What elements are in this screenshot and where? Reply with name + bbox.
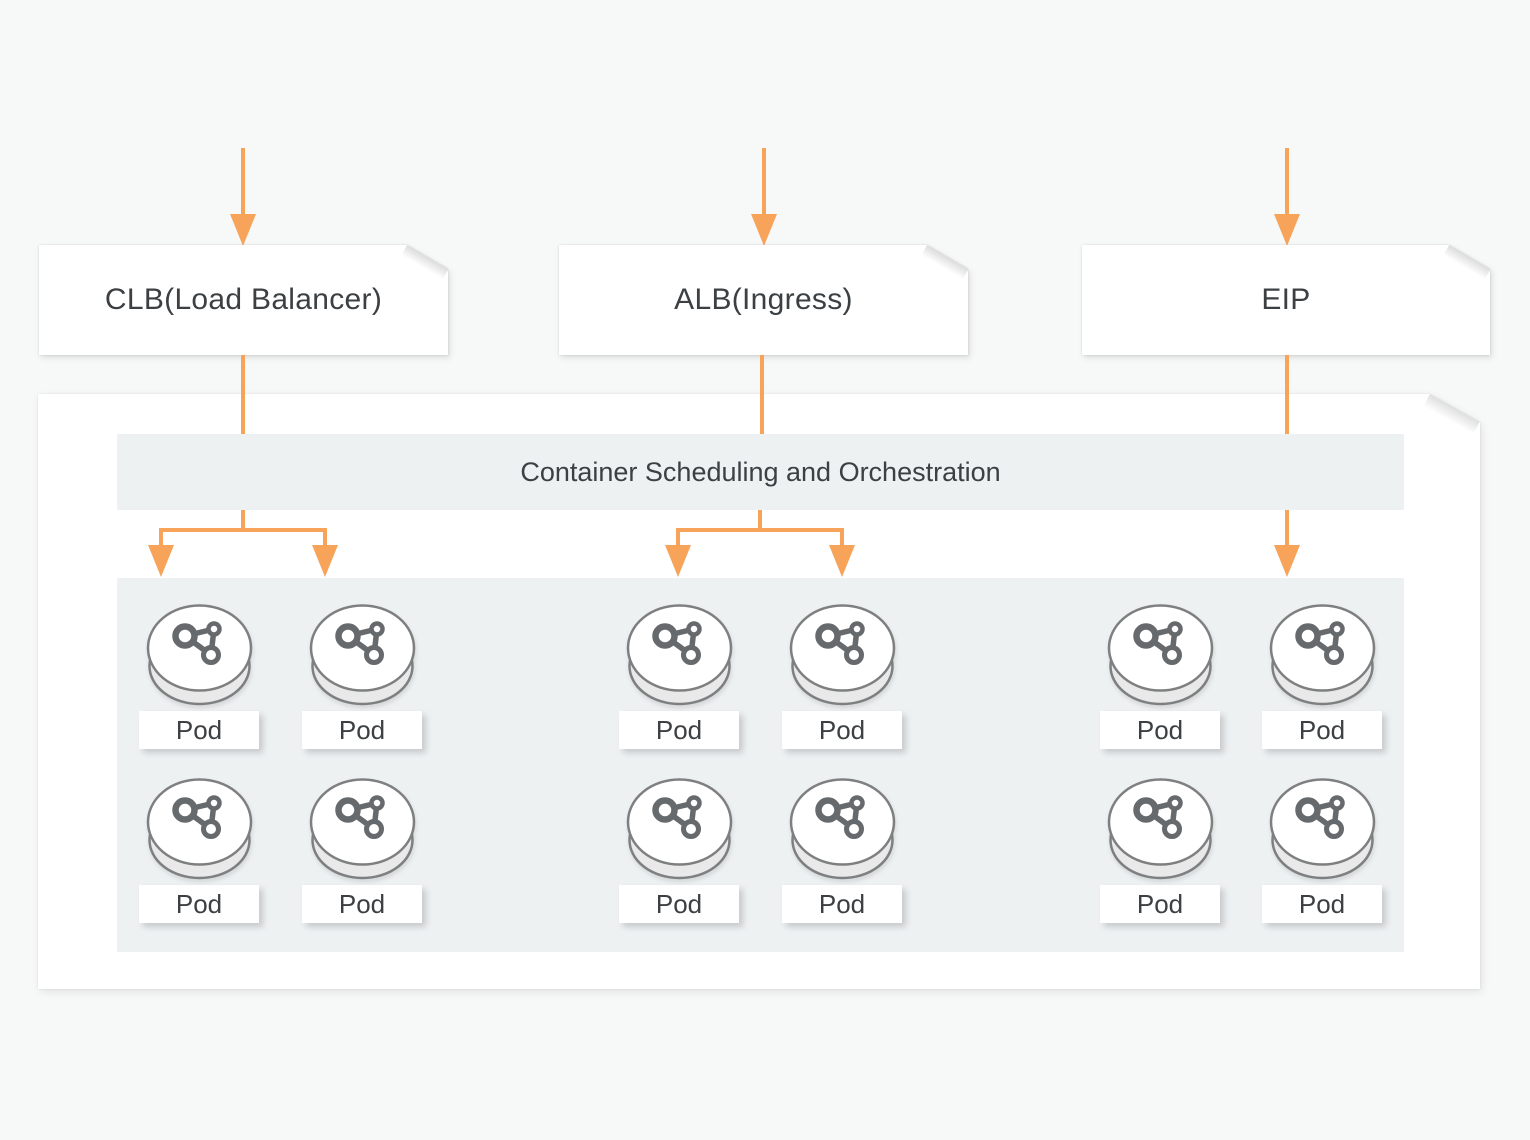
pod-label: Pod xyxy=(1262,711,1382,749)
alb-to-cluster-connector xyxy=(760,355,764,435)
pod-label-text: Pod xyxy=(1298,714,1346,745)
pod-label-text: Pod xyxy=(338,714,386,745)
pod-label: Pod xyxy=(619,711,739,749)
pod-label-text: Pod xyxy=(818,888,866,919)
alb-split-left-arrow-head-icon xyxy=(665,545,691,577)
pod-molecule-icon xyxy=(171,621,222,665)
pod-label: Pod xyxy=(619,885,739,923)
pod: Pod xyxy=(619,778,739,923)
clb-node: CLB(Load Balancer) xyxy=(39,245,448,355)
eip-node-box: EIP xyxy=(1082,245,1490,355)
pod-cylinder-icon xyxy=(1269,778,1375,880)
pod-label: Pod xyxy=(1262,885,1382,923)
pod-label-text: Pod xyxy=(655,888,703,919)
alb-node-fold-shade xyxy=(921,245,968,280)
pod: Pod xyxy=(782,778,902,923)
pod: Pod xyxy=(302,604,422,749)
pod-label: Pod xyxy=(302,711,422,749)
eip-to-pods-arrow-head-icon xyxy=(1274,545,1300,577)
clb-node-label: CLB(Load Balancer) xyxy=(104,283,383,316)
pod-molecule-icon xyxy=(1132,621,1183,665)
pod-cylinder-icon xyxy=(309,778,415,880)
pod-label-text: Pod xyxy=(1298,888,1346,919)
clb-split-right-shaft xyxy=(323,528,327,546)
pod-molecule-icon xyxy=(814,621,865,665)
pod: Pod xyxy=(1262,604,1382,749)
alb-split-right-arrow-head-icon xyxy=(829,545,855,577)
cluster-header-title: Container Scheduling and Orchestration xyxy=(520,456,1001,487)
pod: Pod xyxy=(139,604,259,749)
pod-cylinder-icon xyxy=(789,604,895,706)
eip-inbound-arrow-head-icon xyxy=(1274,214,1300,246)
pod-molecule-icon xyxy=(171,795,222,839)
clb-split-stub xyxy=(241,510,245,532)
pod: Pod xyxy=(782,604,902,749)
eip-to-pods-shaft xyxy=(1285,510,1289,546)
clb-split-right-arrow-head-icon xyxy=(312,545,338,577)
pod-label: Pod xyxy=(302,885,422,923)
pod: Pod xyxy=(1100,604,1220,749)
pod-label-text: Pod xyxy=(338,888,386,919)
pod-molecule-icon xyxy=(1132,795,1183,839)
pod-cylinder-icon xyxy=(789,778,895,880)
pod-molecule-icon xyxy=(814,795,865,839)
clb-split-bar xyxy=(159,528,327,532)
alb-node: ALB(Ingress) xyxy=(559,245,968,355)
pod-label-text: Pod xyxy=(655,714,703,745)
pod-label: Pod xyxy=(139,711,259,749)
pod: Pod xyxy=(302,778,422,923)
alb-inbound-arrow-head-icon xyxy=(751,214,777,246)
alb-split-right-shaft xyxy=(840,528,844,546)
eip-to-cluster-connector xyxy=(1285,355,1289,435)
pod-cylinder-icon xyxy=(1269,604,1375,706)
pod: Pod xyxy=(619,604,739,749)
alb-node-label: ALB(Ingress) xyxy=(674,283,853,316)
pod-molecule-icon xyxy=(334,621,385,665)
pod-label: Pod xyxy=(782,885,902,923)
alb-node-box: ALB(Ingress) xyxy=(559,245,968,355)
alb-split-left-shaft xyxy=(676,528,680,546)
pod-cylinder-icon xyxy=(309,604,415,706)
eip-node-label: EIP xyxy=(1261,283,1311,316)
pod-molecule-icon xyxy=(651,621,702,665)
clb-to-cluster-connector xyxy=(241,355,245,435)
pod-cylinder-icon xyxy=(626,604,732,706)
alb-inbound-arrow-shaft xyxy=(762,148,766,216)
pod-molecule-icon xyxy=(1294,795,1345,839)
pod-cylinder-icon xyxy=(1107,778,1213,880)
pod-label: Pod xyxy=(782,711,902,749)
pod: Pod xyxy=(1100,778,1220,923)
pod-molecule-icon xyxy=(651,795,702,839)
eip-inbound-arrow-shaft xyxy=(1285,148,1289,216)
eip-node-fold-shade xyxy=(1443,245,1490,280)
clb-node-fold-shade xyxy=(401,245,448,280)
eip-node: EIP xyxy=(1082,245,1490,355)
alb-split-stub xyxy=(758,510,762,532)
pod-label-text: Pod xyxy=(175,888,223,919)
pod-cylinder-icon xyxy=(146,604,252,706)
clb-node-box: CLB(Load Balancer) xyxy=(39,245,448,355)
pod-label: Pod xyxy=(1100,711,1220,749)
clb-inbound-arrow-head-icon xyxy=(230,214,256,246)
pod-label: Pod xyxy=(139,885,259,923)
pod-cylinder-icon xyxy=(626,778,732,880)
pod-cylinder-icon xyxy=(146,778,252,880)
pod-label-text: Pod xyxy=(175,714,223,745)
pod-label-text: Pod xyxy=(1136,888,1184,919)
clb-split-left-arrow-head-icon xyxy=(148,545,174,577)
pod-label-text: Pod xyxy=(818,714,866,745)
pod-label-text: Pod xyxy=(1136,714,1184,745)
pod-molecule-icon xyxy=(334,795,385,839)
clb-inbound-arrow-shaft xyxy=(241,148,245,216)
alb-split-bar xyxy=(676,528,844,532)
pod: Pod xyxy=(139,778,259,923)
pod-molecule-icon xyxy=(1294,621,1345,665)
cluster-box-fold-shade xyxy=(1423,394,1480,434)
pod: Pod xyxy=(1262,778,1382,923)
pod-cylinder-icon xyxy=(1107,604,1213,706)
pod-label: Pod xyxy=(1100,885,1220,923)
cluster-header-bar: Container Scheduling and Orchestration xyxy=(117,434,1404,510)
clb-split-left-shaft xyxy=(159,528,163,546)
